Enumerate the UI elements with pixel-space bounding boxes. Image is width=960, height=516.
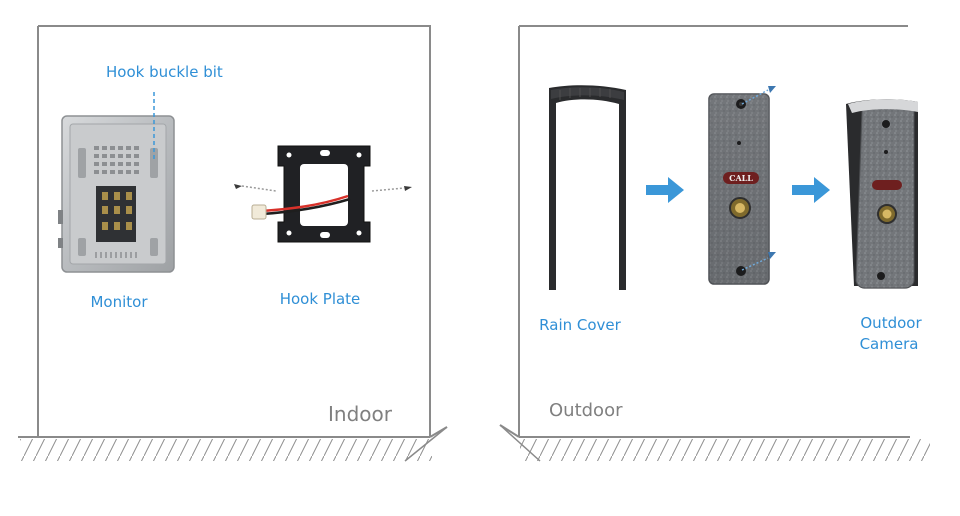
rain-cover-label: Rain Cover (539, 316, 621, 334)
doorbell-button-text: CALL (729, 173, 753, 183)
rain-cover-image (549, 85, 626, 290)
hook-buckle-label: Hook buckle bit (106, 63, 223, 81)
monitor-image (58, 115, 175, 273)
outdoor-camera-image (846, 99, 918, 289)
camera-panel-image (708, 93, 770, 285)
screw-right-icon (371, 186, 412, 192)
screw-top-icon (741, 86, 776, 105)
arrow-right-icon (646, 177, 684, 203)
screw-left-icon (234, 184, 277, 192)
indoor-section-label: Indoor (328, 402, 393, 426)
arrow-right-icon (792, 177, 830, 203)
screw-bottom-icon (741, 252, 776, 271)
outdoor-camera-label-line1: Outdoor (860, 314, 922, 332)
outdoor-frame (499, 25, 910, 438)
monitor-label: Monitor (90, 293, 148, 311)
indoor-floor (18, 426, 448, 462)
outdoor-section-label: Outdoor (549, 400, 623, 421)
hook-plate-image (251, 145, 371, 243)
outdoor-camera-label-line2: Camera (860, 335, 919, 353)
outdoor-floor (499, 424, 930, 462)
hook-plate-label: Hook Plate (280, 290, 361, 308)
